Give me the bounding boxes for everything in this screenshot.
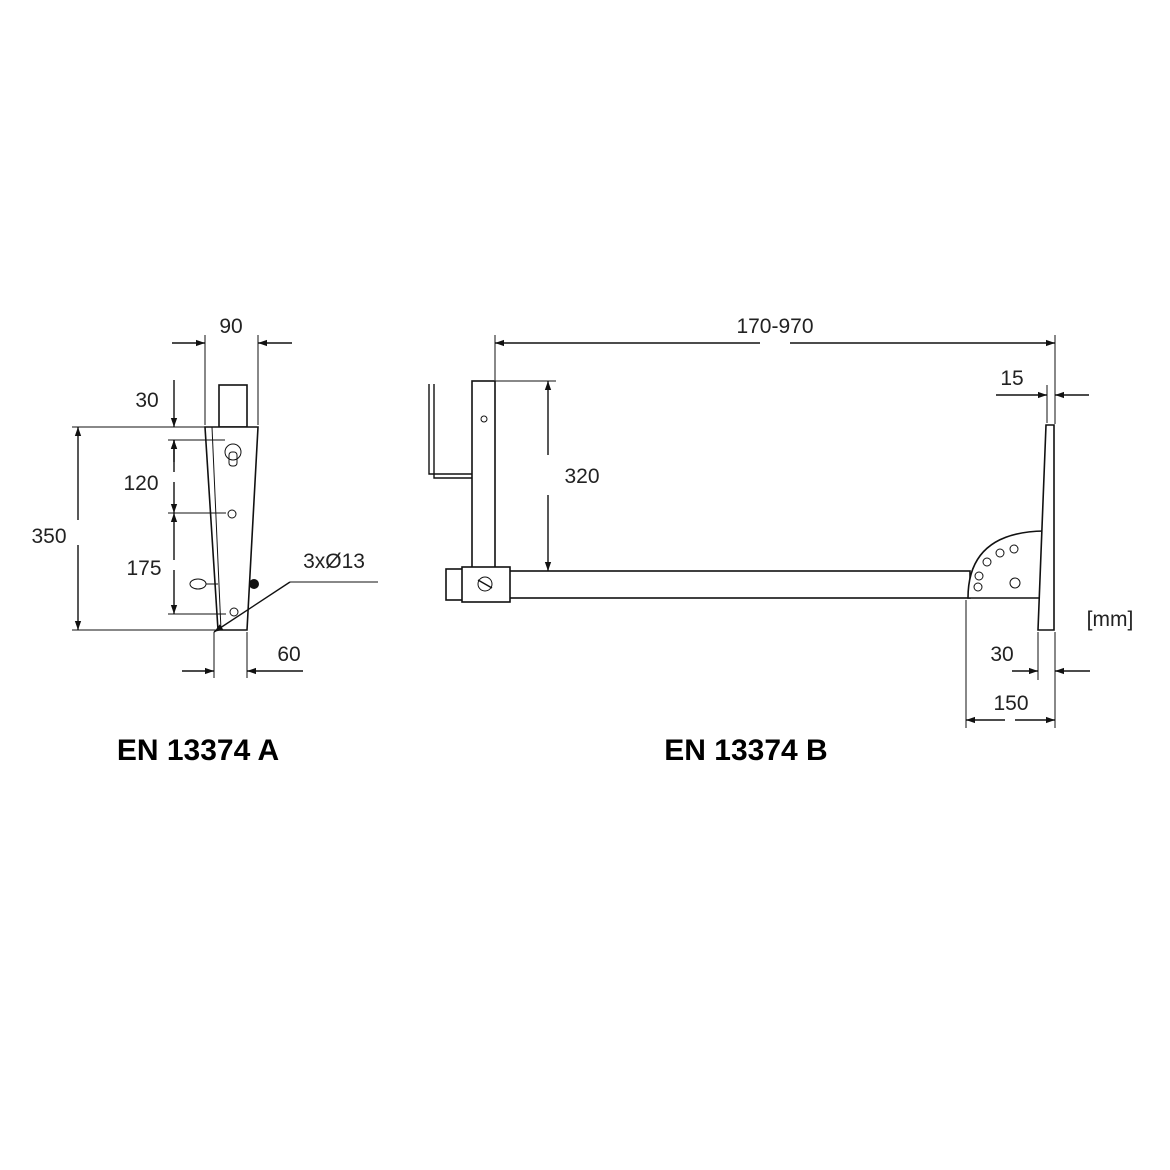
label-15: 15 xyxy=(1000,367,1023,390)
dim-foot-width: 150 xyxy=(965,600,1056,728)
label-90: 90 xyxy=(219,315,242,338)
dim-foot-thickness: 30 xyxy=(990,632,1090,680)
bracket-a-drawing xyxy=(189,384,259,631)
dim-post-thickness: 15 xyxy=(996,367,1089,423)
caption-view-a: EN 13374 A xyxy=(117,734,279,767)
dim-hole-spacing-2: 175 xyxy=(126,513,226,615)
dim-width-bottom: 60 xyxy=(182,632,303,678)
label-150: 150 xyxy=(993,692,1028,715)
dim-total-height: 350 xyxy=(31,426,218,631)
label-30-top: 30 xyxy=(135,389,158,412)
label-120: 120 xyxy=(123,472,158,495)
caption-view-b: EN 13374 B xyxy=(664,734,827,767)
label-320: 320 xyxy=(564,465,599,488)
dim-width-top: 90 xyxy=(172,315,292,425)
label-3xd13: 3xØ13 xyxy=(303,550,365,573)
dim-length: 170-970 xyxy=(494,315,1056,424)
label-170-970: 170-970 xyxy=(736,315,813,338)
label-30-foot: 30 xyxy=(990,643,1013,666)
dim-hole-spacing-1: 120 xyxy=(123,440,226,514)
unit-label: [mm] xyxy=(1087,608,1134,631)
label-350: 350 xyxy=(31,525,66,548)
bracket-b-drawing xyxy=(428,380,1055,631)
dim-holes: 3xØ13 xyxy=(213,550,378,633)
label-60: 60 xyxy=(277,643,300,666)
label-175: 175 xyxy=(126,557,161,580)
view-b: 170-970 15 320 30 xyxy=(428,315,1134,767)
dim-clamp-height: 320 xyxy=(495,380,600,572)
view-a: 90 30 120 175 xyxy=(31,315,378,767)
